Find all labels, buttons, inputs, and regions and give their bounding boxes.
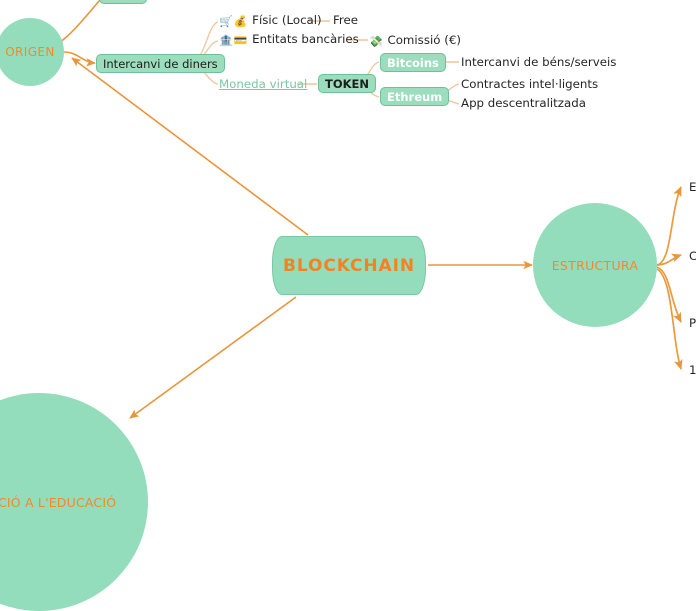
clipped-label-e-text: E	[689, 180, 696, 194]
leaf-app-descentralitzada-label: App descentralitzada	[461, 96, 586, 110]
link-blockchain-aplicacio	[129, 296, 297, 419]
clipped-top-node[interactable]	[99, 0, 147, 4]
credit-card-icon: 💳	[233, 34, 248, 47]
node-bitcoins-label: Bitcoins	[387, 55, 439, 70]
clipped-label-p[interactable]: P	[689, 316, 696, 330]
clipped-label-p-text: P	[689, 316, 696, 330]
node-origen[interactable]: ORIGEN	[0, 18, 64, 86]
leaf-comissio[interactable]: 💸 Comissió (€)	[369, 33, 461, 49]
node-ethreum[interactable]: Ethreum	[380, 87, 450, 106]
link-moneda-virtual[interactable]: Moneda virtual	[219, 77, 307, 91]
leaf-contractes-intelligents[interactable]: Contractes intel·ligents	[461, 77, 599, 92]
node-estructura-label: ESTRUCTURA	[551, 257, 639, 273]
node-token-label: TOKEN	[325, 76, 370, 91]
node-bitcoins[interactable]: Bitcoins	[380, 53, 446, 72]
clipped-label-e[interactable]: E	[689, 180, 696, 194]
node-estructura[interactable]: ESTRUCTURA	[533, 203, 657, 327]
leaf-intercanvi-de-bens-serveis-label: Intercanvi de béns/serveis	[461, 55, 617, 69]
node-blockchain-center-label: BLOCKCHAIN	[283, 255, 415, 276]
leaf-free[interactable]: Free	[333, 13, 359, 28]
clipped-label-c-text: C	[689, 249, 696, 263]
money-with-wings-icon: 💸	[369, 35, 383, 48]
clipped-label-c[interactable]: C	[689, 249, 696, 263]
node-blockchain-center[interactable]: BLOCKCHAIN	[272, 236, 426, 295]
clipped-label-1[interactable]: 1	[689, 363, 696, 377]
leaf-intercanvi-de-bens-serveis[interactable]: Intercanvi de béns/serveis	[461, 55, 617, 70]
node-intercanvi-de-diners[interactable]: Intercanvi de diners	[96, 54, 225, 73]
link-estructura-p	[656, 266, 682, 323]
link-estructura-c	[656, 253, 682, 266]
leaf-comissio-label: Comissió (€)	[387, 33, 461, 47]
leaf-contractes-intelligents-label: Contractes intel·ligents	[461, 77, 599, 91]
node-aplicacio-a-l-educacio-label: PLICACIÓ A L'EDUCACIÓ	[0, 494, 117, 510]
link-origen-intercanvi	[63, 51, 96, 67]
shopping-cart-icon: 🛒	[219, 15, 233, 28]
node-intercanvi-de-diners-label: Intercanvi de diners	[103, 56, 218, 71]
link-origen-top-clipped	[59, 0, 101, 43]
link-estructura-e	[656, 186, 682, 266]
link-estructura-1	[656, 268, 683, 370]
clipped-label-1-text: 1	[689, 363, 696, 377]
node-origen-label: ORIGEN	[5, 45, 55, 59]
bank-icon: 🏦	[219, 34, 233, 47]
leaf-fisic-local[interactable]: 🛒💰 Físic (Local)	[219, 13, 322, 29]
node-ethreum-label: Ethreum	[387, 89, 443, 104]
leaf-fisic-local-label: Físic (Local)	[252, 13, 322, 27]
link-moneda-virtual-label: Moneda virtual	[219, 77, 308, 91]
leaf-free-label: Free	[333, 13, 359, 27]
money-bag-icon: 💰	[233, 15, 248, 28]
leaf-entitats-bancaries-label: Entitats bancàries	[252, 32, 359, 46]
leaf-entitats-bancaries[interactable]: 🏦💳 Entitats bancàries	[219, 32, 359, 48]
leaf-app-descentralitzada[interactable]: App descentralitzada	[461, 96, 586, 111]
node-token[interactable]: TOKEN	[318, 74, 377, 93]
node-aplicacio-a-l-educacio[interactable]: PLICACIÓ A L'EDUCACIÓ	[0, 393, 148, 611]
